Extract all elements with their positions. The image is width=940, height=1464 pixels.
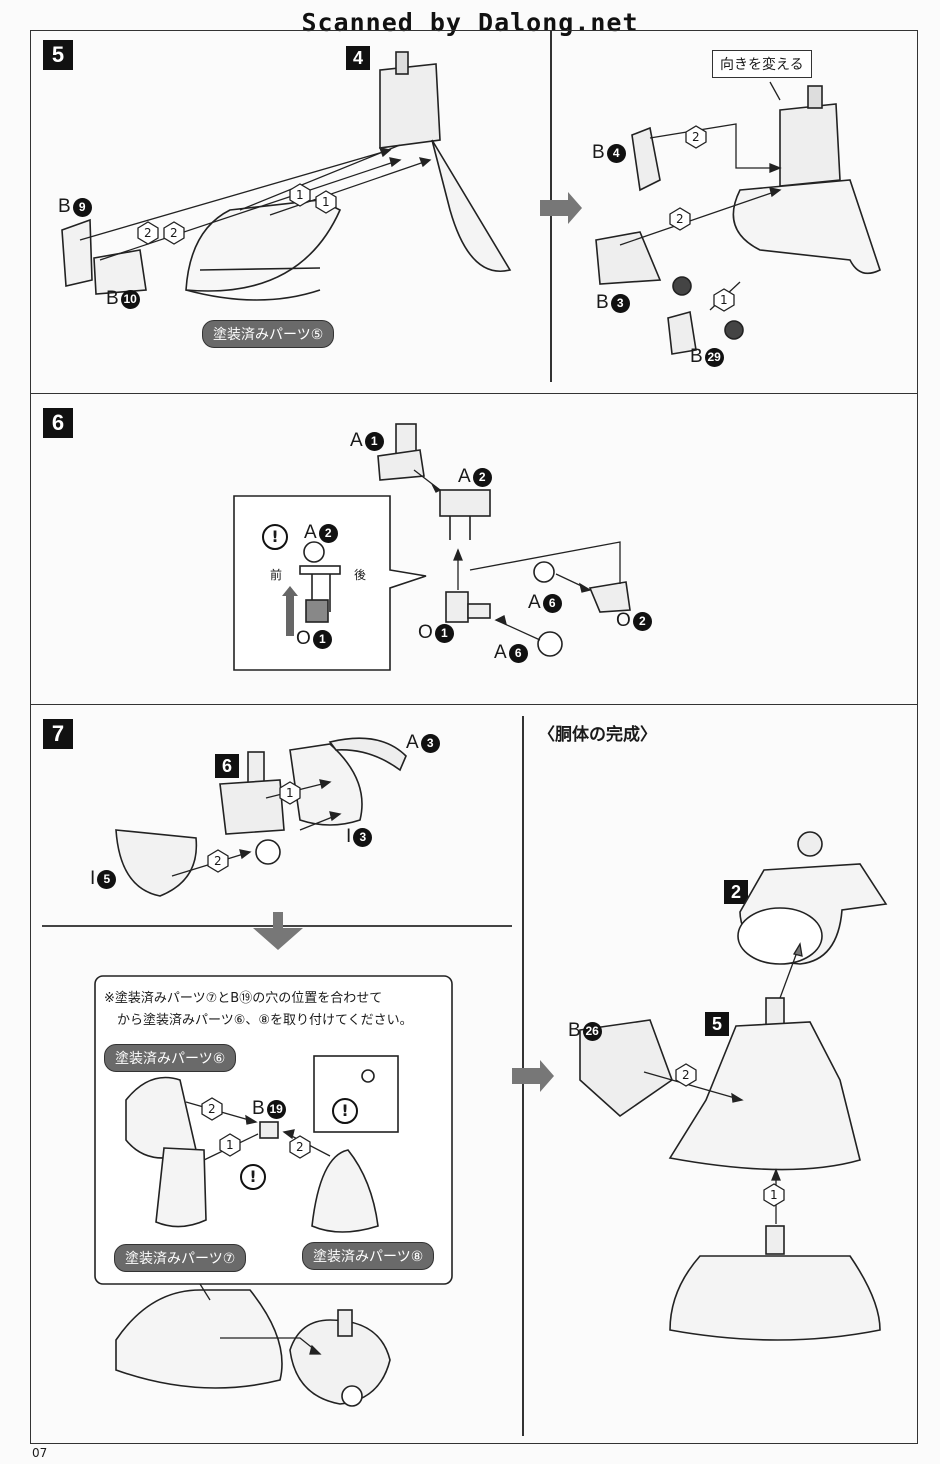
step7-bottom-drawing (115, 1055, 399, 1407)
order-two-mark: 2 (692, 130, 700, 144)
order-two-mark: 2 (676, 212, 684, 226)
order-one-mark: 1 (286, 786, 294, 800)
torso-ref-2: 2 (724, 880, 748, 904)
watermark: Scanned by Dalong.net (301, 8, 639, 37)
order-two-mark: 2 (170, 226, 178, 240)
step7-number: 7 (43, 719, 73, 749)
order-two-mark: 2 (682, 1068, 690, 1082)
order-two-mark: 2 (214, 854, 222, 868)
order-one-mark: 1 (322, 195, 330, 209)
step5-right-drawing (595, 85, 881, 355)
inset-front-label: 前 (270, 568, 283, 582)
order-one-mark: 1 (296, 188, 304, 202)
step5-body-drawing (61, 51, 512, 301)
painted-part-8-badge: 塗装済みパーツ⑧ (302, 1242, 435, 1270)
torso-ref-5: 5 (705, 1012, 729, 1036)
torso-drawing (579, 831, 888, 1341)
assembly-note: ※塗装済みパーツ⑦とB⑲の穴の位置を合わせて から塗装済みパーツ⑥、⑧を取り付け… (104, 991, 413, 1028)
order-two-mark: 2 (296, 1140, 304, 1154)
step7-frame (30, 704, 918, 1444)
order-one-mark: 1 (226, 1138, 234, 1152)
caution-icon: ! (240, 1164, 266, 1190)
order-two-mark: 2 (208, 1102, 216, 1116)
step5-number: 5 (43, 40, 73, 70)
rotate-callout: 向きを変える (712, 50, 812, 78)
step7-bottom-arrows (185, 1101, 331, 1355)
flow-arrow-7-down (253, 912, 303, 950)
painted-part-6-badge: 塗装済みパーツ⑥ (104, 1044, 237, 1072)
step7-drawing (115, 737, 407, 897)
order-one-mark: 1 (720, 293, 728, 307)
step5-part-ref: 4 (346, 46, 370, 70)
painted-part-5-badge: 塗装済みパーツ⑤ (202, 320, 335, 348)
flow-arrow-7-right (512, 1060, 554, 1092)
step6-number: 6 (43, 408, 73, 438)
step7-part-ref: 6 (215, 754, 239, 778)
inset-back-label: 後 (354, 568, 367, 582)
order-hexes (137, 125, 785, 1207)
torso-complete-title: 〈胴体の完成〉 (538, 725, 657, 745)
order-one-mark: 1 (770, 1188, 778, 1202)
flow-arrow-5 (540, 192, 582, 224)
order-two-mark: 2 (144, 226, 152, 240)
caution-icon: ! (332, 1098, 358, 1124)
painted-part-7-badge: 塗装済みパーツ⑦ (114, 1244, 247, 1272)
step6-drawing (377, 423, 631, 657)
step6-arrows (413, 469, 621, 641)
torso-arrows (643, 942, 803, 1224)
page-number: 07 (32, 1446, 48, 1460)
caution-icon: ! (262, 524, 288, 550)
